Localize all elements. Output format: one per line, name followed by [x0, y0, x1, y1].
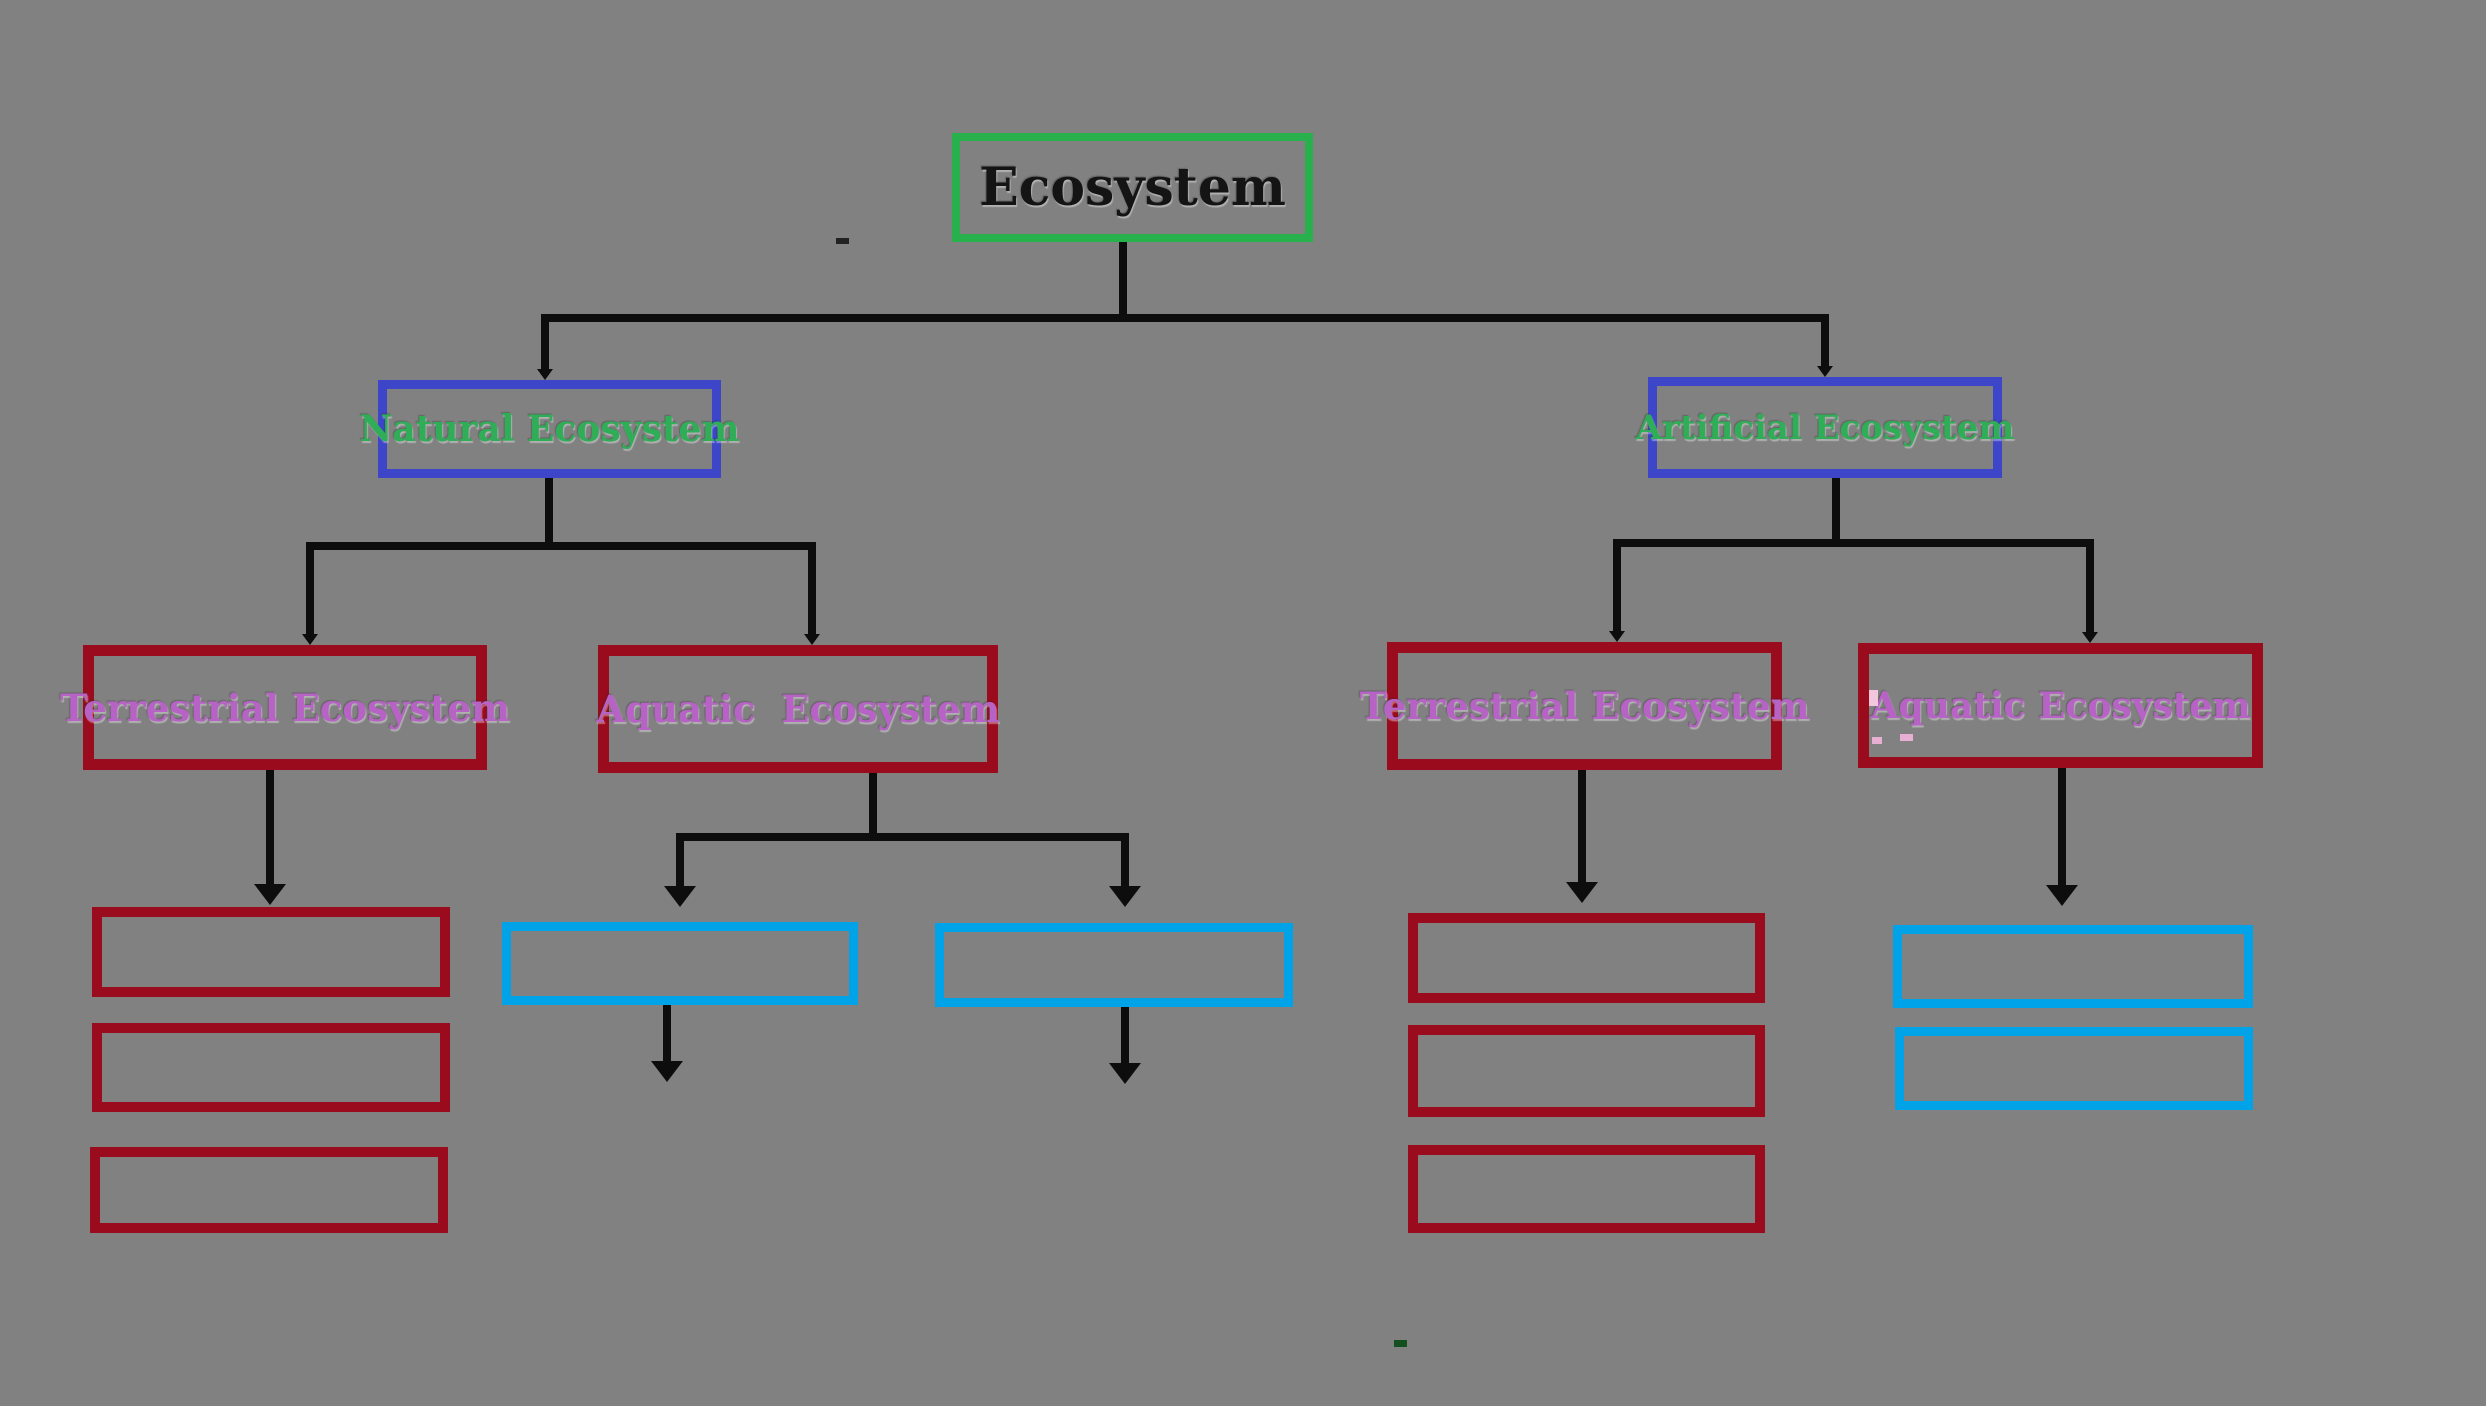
artifact-mark-pink-smudge-3	[1900, 734, 1913, 741]
connector-drop-to-terrestrial-l	[306, 546, 314, 640]
empty-box-empty-terrestrial-right-3	[1408, 1145, 1765, 1233]
empty-box-empty-terrestrial-right-1	[1408, 913, 1765, 1003]
node-natural-ecosystem: Natural Ecosystem	[360, 380, 740, 478]
arrowhead-icon	[1109, 1063, 1141, 1084]
arrowhead-icon	[537, 369, 553, 380]
arrowhead-icon	[1109, 886, 1141, 907]
arrowhead-icon	[302, 634, 318, 645]
connector-drop-to-aquatic-l	[808, 546, 816, 640]
empty-box-empty-terrestrial-left-3	[90, 1147, 448, 1233]
connector-aquatic-l-stem	[869, 773, 877, 841]
node-label-aquatic-left: Aquatic Ecosystem	[596, 687, 1000, 731]
node-aquatic-right: Aquatic Ecosystem	[1858, 643, 2263, 768]
artifact-mark-stray-dash-bottom	[1394, 1340, 1407, 1347]
artifact-mark-stray-dash-top	[836, 238, 849, 244]
connector-artificial-rail	[1613, 539, 2094, 547]
connector-drop-to-natural	[541, 318, 549, 375]
arrowhead-icon	[651, 1061, 683, 1082]
connector-natural-stem	[545, 478, 553, 550]
connector-arrow-to-cyan-l2	[1121, 837, 1129, 893]
empty-box-empty-aquatic-left-2	[935, 923, 1293, 1007]
empty-box-empty-terrestrial-left-2	[92, 1023, 450, 1112]
node-label-ecosystem: Ecosystem	[979, 157, 1286, 218]
connector-cyan-l2-exit-arrow	[1121, 1007, 1129, 1070]
arrowhead-icon	[1609, 631, 1625, 642]
arrowhead-icon	[664, 886, 696, 907]
connector-aquatic-r-arrow	[2058, 768, 2066, 892]
empty-box-empty-terrestrial-left-1	[92, 907, 450, 997]
connector-top-rail	[541, 314, 1829, 322]
empty-box-empty-aquatic-right-2	[1895, 1027, 2253, 1110]
node-artificial-ecosystem: Artificial Ecosystem	[1636, 377, 2014, 478]
connector-natural-rail	[306, 542, 816, 550]
connector-aquatic-l-rail	[676, 833, 1129, 841]
node-label-natural-ecosystem: Natural Ecosystem	[359, 408, 740, 450]
arrowhead-icon	[1566, 882, 1598, 903]
artifact-mark-pink-smudge-1	[1869, 690, 1878, 706]
arrowhead-icon	[254, 884, 286, 905]
connector-drop-to-artificial	[1821, 318, 1829, 372]
connector-ecosystem-stem	[1119, 242, 1127, 322]
node-label-aquatic-right: Aquatic Ecosystem	[1870, 684, 2251, 727]
node-terrestrial-left: Terrestrial Ecosystem	[60, 645, 510, 770]
arrowhead-icon	[804, 634, 820, 645]
connector-artificial-stem	[1832, 478, 1840, 547]
arrowhead-icon	[1817, 366, 1833, 377]
node-aquatic-left: Aquatic Ecosystem	[596, 645, 1000, 773]
connector-arrow-to-cyan-l1	[676, 837, 684, 893]
arrowhead-icon	[2082, 632, 2098, 643]
node-terrestrial-right: Terrestrial Ecosystem	[1359, 642, 1810, 770]
arrowhead-icon	[2046, 885, 2078, 906]
artifact-mark-pink-smudge-2	[1872, 737, 1882, 744]
empty-box-empty-terrestrial-right-2	[1408, 1025, 1765, 1117]
empty-box-empty-aquatic-right-1	[1893, 925, 2253, 1008]
empty-box-empty-aquatic-left-1	[502, 922, 858, 1005]
node-label-terrestrial-left: Terrestrial Ecosystem	[59, 685, 511, 730]
connector-cyan-l1-exit-arrow	[663, 1005, 671, 1068]
node-label-terrestrial-right: Terrestrial Ecosystem	[1359, 684, 1810, 728]
connector-terrestrial-l-arrow	[266, 770, 274, 891]
node-ecosystem: Ecosystem	[952, 133, 1313, 242]
connector-drop-to-terrestrial-r	[1613, 543, 1621, 637]
connector-drop-to-aquatic-r	[2086, 543, 2094, 638]
connector-terrestrial-r-arrow	[1578, 770, 1586, 889]
node-label-artificial-ecosystem: Artificial Ecosystem	[1635, 407, 2015, 448]
